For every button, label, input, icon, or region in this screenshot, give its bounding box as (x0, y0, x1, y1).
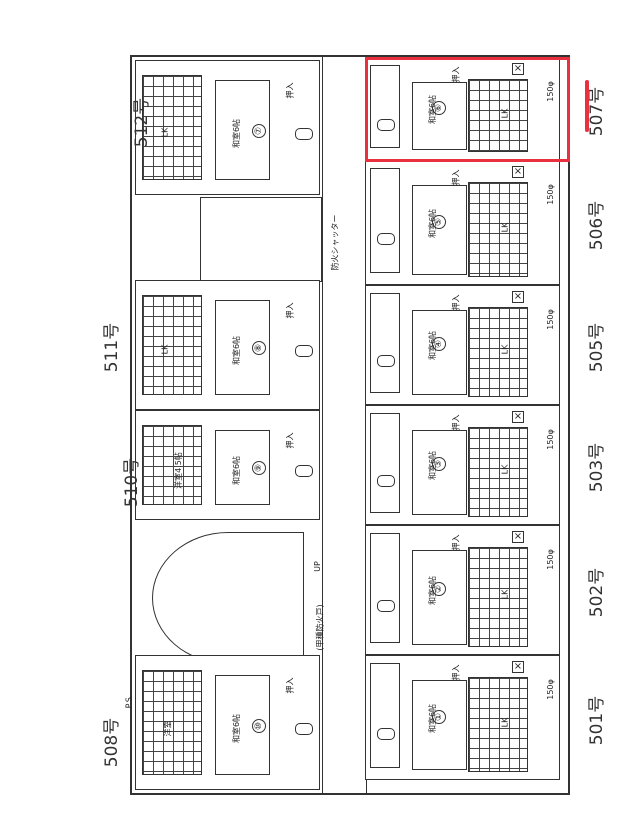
lk-floor-tiles (468, 307, 528, 397)
selected-unit-highlight (365, 57, 570, 162)
closet-label: 押入 (285, 677, 295, 694)
vent-box-icon: × (512, 411, 524, 423)
room-label: 和室6帖 (232, 118, 242, 148)
room-label: 和室6帖 (232, 455, 242, 486)
unit-label: 502号 (587, 567, 608, 618)
tatami-room (215, 675, 270, 775)
lk-floor-tiles (142, 670, 202, 775)
vent-box-icon: × (512, 661, 524, 673)
room-number: ⑦ (252, 123, 266, 138)
lk-floor-tiles (468, 677, 528, 772)
bath (370, 533, 400, 643)
closet-label: 押入 (285, 432, 295, 449)
vent-box-icon: × (512, 291, 524, 303)
toilet-icon (377, 118, 395, 131)
lk-label: LK (500, 464, 510, 475)
selected-unit-underline (585, 80, 589, 132)
unit-label: 510号 (122, 457, 143, 508)
lk-label: LK (160, 127, 170, 137)
floor-plan: 防火シャッター UP (甲種防火戸) P.S. (124, 55, 570, 795)
closet-label: 押入 (451, 664, 461, 681)
closet-label: 押入 (285, 82, 295, 99)
vent-label: 150φ (545, 309, 555, 330)
lk-label: LK (500, 222, 510, 232)
corridor (322, 57, 367, 793)
toilet-icon (295, 722, 313, 735)
up-label: UP (312, 561, 322, 572)
lk-label: 洋室4.5帖 (173, 452, 183, 489)
tatami-room (412, 185, 467, 275)
bath (370, 663, 400, 768)
vent-label: 150φ (545, 679, 555, 700)
lk-floor-tiles (142, 295, 202, 395)
closet-label: 押入 (451, 294, 461, 311)
bath (370, 65, 400, 148)
tatami-room (412, 310, 467, 395)
closet-label: 押入 (285, 302, 295, 319)
closet-label: 押入 (451, 534, 461, 551)
lk-floor-tiles (142, 75, 202, 180)
unit-label: 508号 (102, 717, 123, 768)
room-number: ④ (432, 337, 446, 351)
tatami-room (215, 430, 270, 505)
lk-label: LK (160, 344, 170, 355)
room-label: 和室6帖 (232, 713, 242, 743)
unit-label: 512号 (132, 97, 153, 148)
tatami-room (412, 680, 467, 770)
room-number: ② (432, 582, 446, 596)
lk-floor-tiles (142, 425, 202, 505)
lk-floor-tiles (468, 182, 528, 277)
vent-box-icon: × (512, 531, 524, 543)
room-number: ③ (432, 457, 446, 471)
unit-label: 501号 (587, 695, 608, 745)
tatami-room (412, 430, 467, 515)
fire-door-label: (甲種防火戸) (315, 604, 325, 651)
bath (370, 293, 400, 393)
stair-core (200, 197, 322, 282)
lk-label: LK (500, 344, 510, 355)
toilet-icon (377, 600, 395, 612)
bath (370, 168, 400, 273)
room-number: ① (432, 709, 446, 724)
bath (370, 413, 400, 513)
toilet-icon (377, 232, 395, 245)
toilet-icon (295, 345, 313, 357)
tatami-room (215, 300, 270, 395)
shutter-label: 防火シャッター (330, 214, 340, 271)
lk-label: LK (500, 589, 510, 600)
lk-floor-tiles (468, 547, 528, 647)
closet-label: 押入 (451, 169, 461, 186)
ps-label: P.S. (124, 694, 134, 709)
unit-label: 511号 (102, 322, 123, 373)
vent-box-icon: × (512, 166, 524, 178)
room-number: ⑩ (252, 718, 266, 733)
room-number: ⑨ (252, 461, 266, 475)
unit-label: 505号 (587, 322, 608, 373)
closet-label: 押入 (451, 414, 461, 431)
room-label: 和室6帖 (232, 335, 242, 366)
tatami-room (412, 82, 467, 150)
room-number: ⑤ (432, 214, 446, 229)
tatami-room (412, 550, 467, 645)
unit-label: 503号 (587, 442, 608, 493)
lk-floor-tiles (468, 79, 528, 152)
spiral-staircase (152, 532, 304, 664)
room-number: ⑧ (252, 341, 266, 355)
vent-label: 150φ (545, 549, 555, 570)
toilet-icon (295, 465, 313, 477)
vent-box-icon: × (512, 63, 524, 75)
lk-label: 洋室 (163, 720, 173, 736)
vent-label: 150φ (545, 429, 555, 450)
tatami-room (215, 80, 270, 180)
toilet-icon (377, 355, 395, 367)
vent-label: 150φ (545, 184, 555, 205)
unit-label: 506号 (587, 200, 608, 250)
lk-floor-tiles (468, 427, 528, 517)
toilet-icon (377, 727, 395, 740)
lk-label: LK (500, 717, 510, 727)
toilet-icon (295, 127, 313, 140)
toilet-icon (377, 475, 395, 487)
